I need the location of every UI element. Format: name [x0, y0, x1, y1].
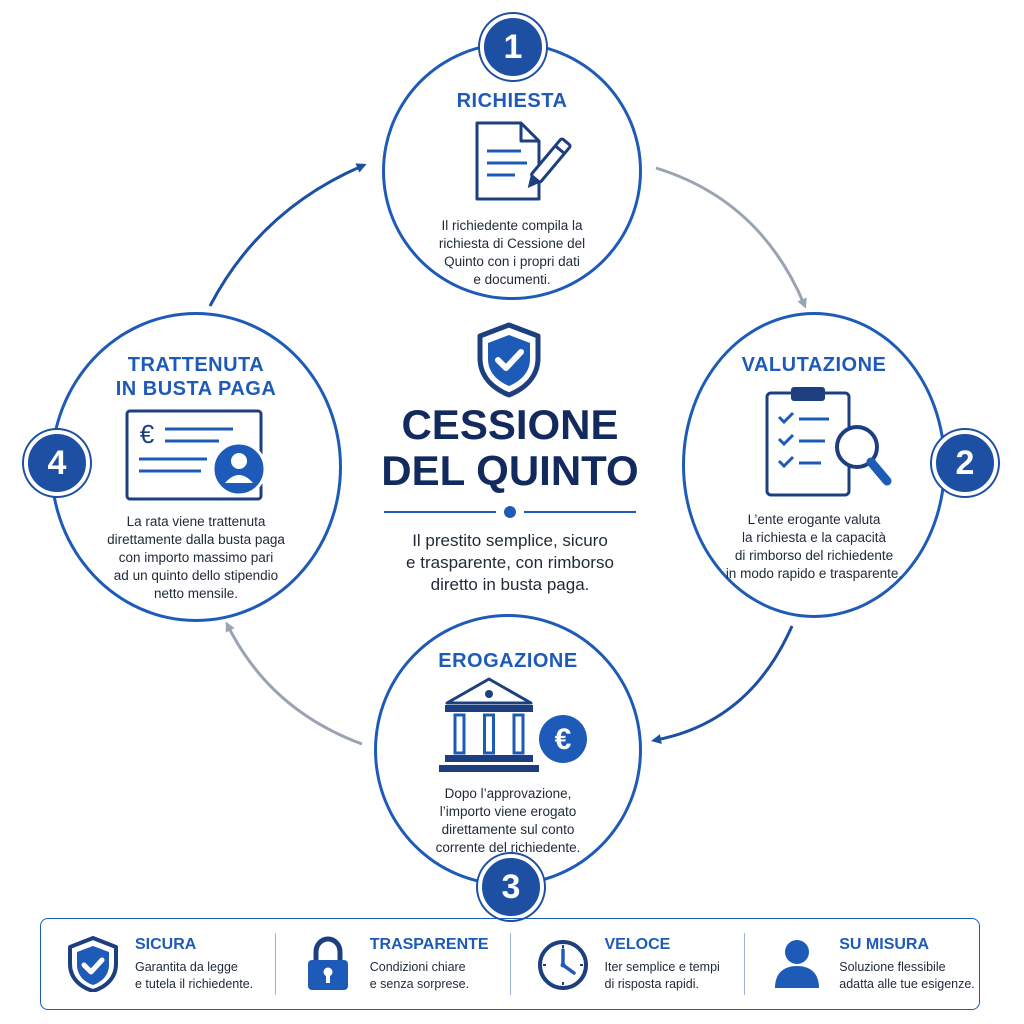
feature-trasparente: TRASPARENTE Condizioni chiare e senza so… [274, 933, 510, 995]
arrow-1-to-2 [655, 166, 807, 309]
step-3-badge: 3 [478, 854, 544, 920]
arrow-4-to-1 [208, 163, 367, 307]
feature-sicura: SICURA Garantita da legge e tutela il ri… [41, 933, 275, 995]
shield-check-icon [68, 936, 118, 992]
feature-veloce-description: Iter semplice e tempi di risposta rapidi… [604, 960, 720, 991]
features-bar: SICURA Garantita da legge e tutela il ri… [40, 918, 980, 1010]
user-icon [775, 940, 820, 988]
title-divider [384, 506, 636, 518]
bank-euro-icon: € [439, 677, 587, 772]
arrow-3-to-4 [225, 621, 363, 746]
arrow-2-to-3 [651, 625, 794, 744]
step-4-description: La rata viene trattenuta direttamente da… [107, 514, 285, 601]
clipboard-magnifier-icon [765, 387, 892, 497]
center-subtitle: Il prestito semplice, sicuro e trasparen… [406, 531, 614, 594]
step-1-badge: 1 [480, 14, 546, 80]
feature-sicura-description: Garantita da legge e tutela il richieden… [135, 960, 254, 991]
step-2-title: VALUTAZIONE [741, 354, 887, 376]
shield-check-icon [477, 322, 541, 398]
step-3-circle: EROGAZIONE € Dopo l’approvazione, l’impo… [374, 614, 642, 886]
step-3-title: EROGAZIONE [438, 650, 578, 672]
padlock-icon [307, 936, 348, 990]
step-4-title: TRATTENUTA IN BUSTA PAGA [115, 354, 277, 400]
document-pen-icon [475, 121, 572, 201]
payslip-user-icon: € [125, 409, 267, 501]
feature-su-misura-description: Soluzione flessibile adatta alle tue esi… [839, 960, 975, 991]
step-2-description: L’ente erogante valuta la richiesta e la… [725, 512, 903, 581]
feature-veloce-title: VELOCE [604, 936, 671, 953]
step-2-circle: VALUTAZIONE L’ente erogante valuta la ri… [682, 312, 946, 618]
step-1-circle: RICHIESTA Il richiedente compila la rich… [382, 42, 642, 300]
feature-trasparente-title: TRASPARENTE [369, 936, 489, 953]
feature-su-misura: SU MISURA Soluzione flessibile adatta al… [744, 933, 979, 995]
euro-symbol: € [140, 419, 155, 449]
step-2-badge: 2 [932, 430, 998, 496]
step-1-description: Il richiedente compila la richiesta di C… [438, 218, 586, 287]
step-4-circle: TRATTENUTA IN BUSTA PAGA € La rata viene… [50, 312, 342, 622]
step-3-description: Dopo l’approvazione, l’importo viene ero… [435, 786, 581, 855]
step-4-badge: 4 [24, 430, 90, 496]
clock-icon [537, 940, 588, 990]
step-1-title: RICHIESTA [456, 90, 568, 112]
euro-symbol: € [555, 723, 572, 756]
center-title-line-1: CESSIONE [401, 401, 619, 448]
feature-trasparente-description: Condizioni chiare e senza sorprese. [369, 960, 470, 991]
center-title-line-2: DEL QUINTO [381, 447, 639, 494]
feature-veloce: VELOCE Iter semplice e tempi di risposta… [509, 933, 745, 995]
feature-sicura-title: SICURA [135, 936, 197, 953]
feature-su-misura-title: SU MISURA [839, 936, 930, 953]
